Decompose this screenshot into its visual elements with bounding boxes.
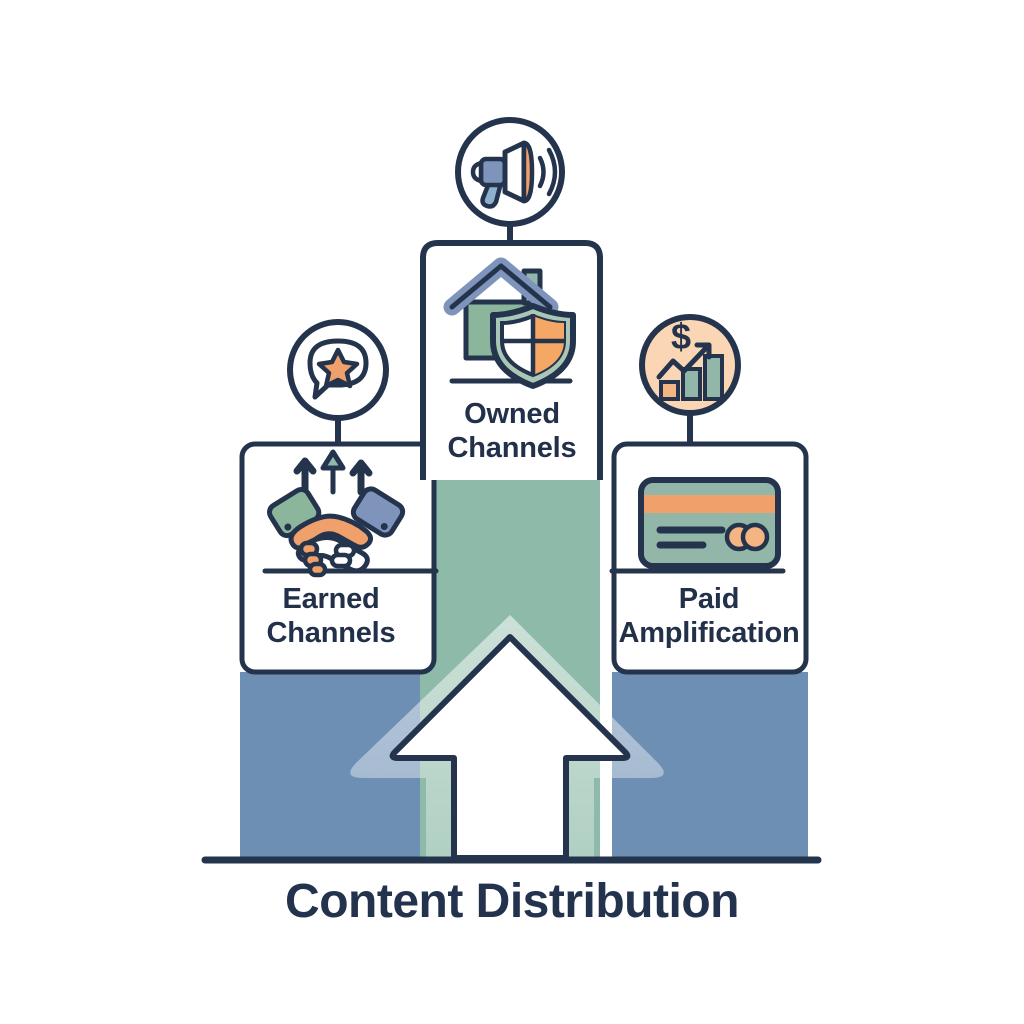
badge-paid[interactable]: $ <box>639 314 741 416</box>
megaphone-icon <box>470 140 558 209</box>
svg-text:$: $ <box>671 316 691 357</box>
handshake-growth-icon <box>267 449 406 578</box>
card-label-earned: Earned Channels <box>266 583 396 649</box>
dollar-growth-chart-icon: $ <box>656 316 724 401</box>
card-paid[interactable] <box>609 441 809 675</box>
page-title: Content Distribution <box>285 875 739 928</box>
card-earned[interactable] <box>239 441 439 675</box>
badge-owned[interactable] <box>455 117 565 227</box>
badge-earned[interactable] <box>287 319 389 421</box>
card-label-paid: Paid Amplification <box>618 583 800 649</box>
card-owned[interactable] <box>420 240 603 480</box>
credit-card-icon <box>638 477 781 569</box>
sleeve-right <box>350 486 406 538</box>
card-label-owned: Owned Channels <box>447 398 577 464</box>
house-shield-icon <box>443 257 576 389</box>
speech-bubble-star-icon <box>307 338 369 400</box>
